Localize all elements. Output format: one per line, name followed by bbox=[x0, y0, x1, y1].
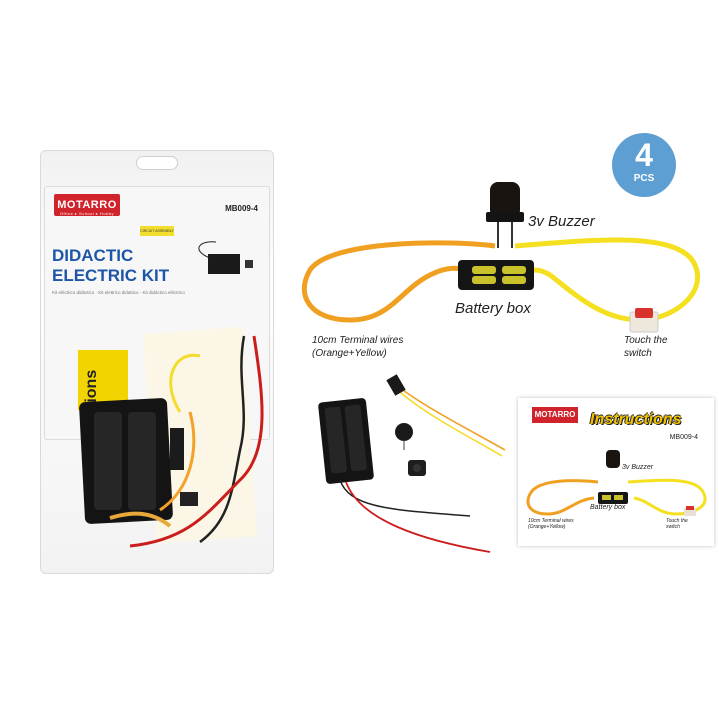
buzzer-label: 3v Buzzer bbox=[528, 213, 595, 230]
instruction-card: MOTARRO Instructions MB009-4 3v Buzzer B… bbox=[518, 398, 714, 546]
buzzer-body bbox=[490, 182, 520, 218]
product-package: MOTARRO Office ▸ School ▸ Hobby MB009-4 … bbox=[40, 150, 274, 574]
inner-instructions-text: tions bbox=[83, 370, 100, 408]
package-subtitle: Kit eléctrico didáctico · Kit elettrico … bbox=[52, 290, 185, 295]
battery-box bbox=[458, 260, 534, 290]
wires-label: 10cm Terminal wires (Orange+Yellow) bbox=[312, 335, 404, 359]
card-battery-label: Battery box bbox=[590, 504, 626, 511]
inner-instructions-tab bbox=[78, 350, 128, 410]
card-buzzer-label: 3v Buzzer bbox=[622, 464, 654, 471]
card-code: MB009-4 bbox=[669, 434, 698, 441]
battery-box-in-bag bbox=[79, 398, 173, 524]
hang-hole bbox=[136, 156, 178, 170]
card-diagram bbox=[526, 450, 707, 516]
package-contents: tions bbox=[78, 241, 264, 548]
card-brand-logo: MOTARRO bbox=[532, 407, 578, 423]
pcs-unit: PCS bbox=[633, 173, 655, 184]
circuit-diagram bbox=[301, 182, 700, 333]
header-battery-icon bbox=[208, 254, 240, 274]
card-title: Instructions bbox=[590, 411, 682, 428]
loose-components bbox=[318, 374, 506, 553]
package-badge: CIRCUIT ASSEMBLY bbox=[140, 226, 174, 236]
pcs-count: 4 bbox=[635, 137, 653, 173]
switch-label: Touch the switch bbox=[624, 335, 668, 359]
yellow-wire bbox=[514, 237, 700, 323]
card-wires-label: 10cm Terminal wires (Orange+Yellow) bbox=[528, 518, 574, 530]
package-brand-logo: MOTARRO Office ▸ School ▸ Hobby bbox=[54, 194, 120, 216]
package-title: DIDACTIC ELECTRIC KIT bbox=[52, 246, 170, 285]
pcs-count-badge: 4 PCS bbox=[612, 133, 676, 197]
small-buzzer bbox=[395, 423, 413, 441]
orange-wire bbox=[301, 240, 496, 323]
battery-box-label: Battery box bbox=[455, 300, 531, 317]
inline-battery-module bbox=[170, 428, 184, 470]
card-switch-label: Touch the switch bbox=[666, 518, 688, 530]
package-product-code: MB009-4 bbox=[225, 204, 258, 213]
wire-connector bbox=[386, 374, 406, 396]
